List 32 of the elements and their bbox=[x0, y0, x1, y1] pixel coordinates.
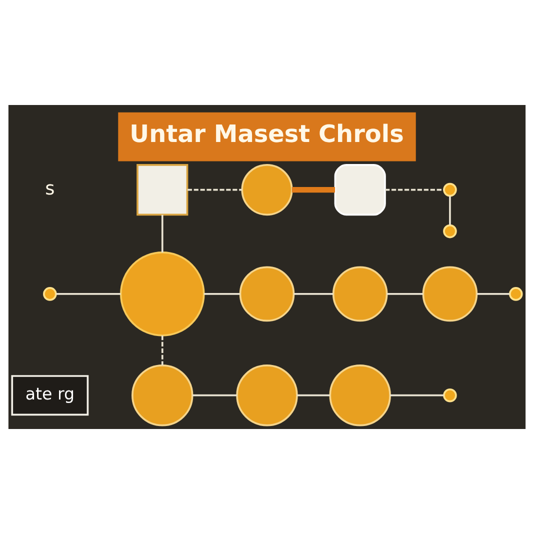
node-box bbox=[334, 164, 386, 216]
label: s bbox=[45, 178, 55, 200]
connector bbox=[449, 196, 451, 226]
node-circle bbox=[120, 252, 205, 336]
connector bbox=[161, 335, 164, 366]
node-circle bbox=[132, 364, 194, 426]
node-circle bbox=[508, 287, 523, 301]
connector bbox=[161, 214, 164, 252]
node-circle bbox=[241, 164, 293, 216]
connector bbox=[192, 394, 237, 396]
node-circle bbox=[443, 388, 457, 402]
connector bbox=[56, 293, 121, 295]
node-circle bbox=[236, 364, 298, 426]
node-box: ate rg bbox=[11, 375, 89, 416]
connector bbox=[294, 293, 334, 295]
node-circle bbox=[443, 224, 457, 238]
connector bbox=[390, 394, 444, 396]
diagram-title: Untar Masest Chrols bbox=[130, 120, 404, 148]
node-circle bbox=[239, 266, 295, 322]
node-circle bbox=[43, 287, 57, 301]
connector bbox=[386, 293, 423, 295]
node-box bbox=[136, 164, 188, 216]
connector bbox=[385, 188, 444, 191]
node-circle bbox=[422, 266, 478, 322]
node-circle bbox=[443, 182, 457, 197]
connector bbox=[297, 394, 330, 396]
connector bbox=[292, 187, 336, 193]
connector bbox=[476, 293, 510, 295]
node-circle bbox=[332, 266, 388, 322]
connector bbox=[204, 293, 240, 295]
node-circle bbox=[329, 364, 391, 426]
connector bbox=[187, 188, 242, 191]
